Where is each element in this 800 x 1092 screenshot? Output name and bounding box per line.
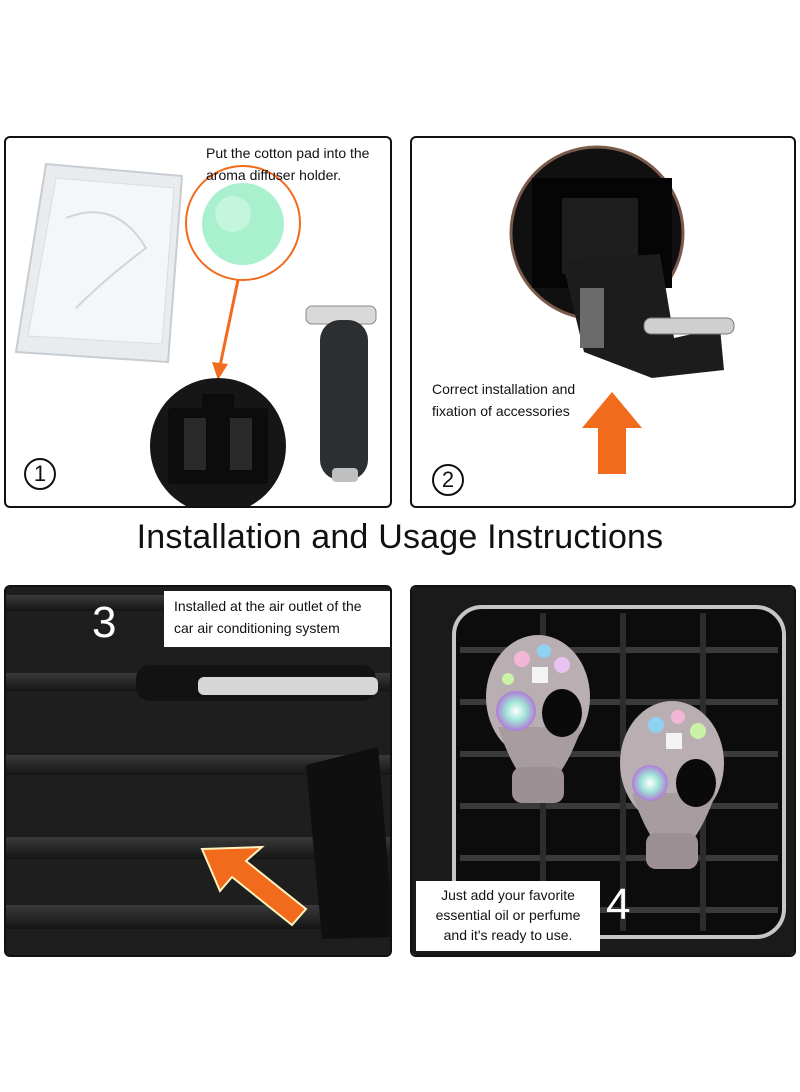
cotton-pad-image — [185, 165, 301, 281]
diffuser-holder-image — [150, 378, 286, 506]
installed-clip-image — [136, 665, 390, 939]
assembled-holder-image — [509, 145, 735, 378]
step-3-panel: 3 Installed at the air outlet of the car… — [4, 585, 392, 957]
skull-ornament-left — [486, 635, 590, 803]
step-4-illustration — [412, 587, 794, 955]
skull-ornament-right — [620, 701, 724, 869]
page-title: Installation and Usage Instructions — [136, 518, 664, 556]
step-1-caption: Put the cotton pad into the aroma diffus… — [206, 145, 370, 183]
step-4-panel: Just add your favorite essential oil or … — [410, 585, 796, 957]
step-3-number: 3 — [92, 598, 117, 647]
step-4-caption: Just add your favorite essential oil or … — [416, 881, 600, 951]
vent-clip-image — [305, 305, 377, 482]
step-3-caption: Installed at the air outlet of the car a… — [164, 591, 390, 647]
step-1-panel: Put the cotton pad into the aroma diffus… — [4, 136, 392, 508]
step-2-panel: Correct installation and fixation of acc… — [410, 136, 796, 508]
step-4-number: 4 — [606, 880, 631, 929]
cotton-pouch-image — [14, 162, 184, 364]
step-2-number: 2 — [432, 464, 464, 496]
step-2-illustration — [509, 145, 735, 474]
step-1-number: 1 — [24, 458, 56, 490]
step-2-caption: Correct installation and fixation of acc… — [432, 381, 576, 419]
orange-diagonal-arrow — [200, 845, 308, 927]
orange-arrow — [212, 279, 240, 380]
orange-up-arrow — [582, 392, 642, 474]
step-1-illustration — [14, 162, 377, 506]
